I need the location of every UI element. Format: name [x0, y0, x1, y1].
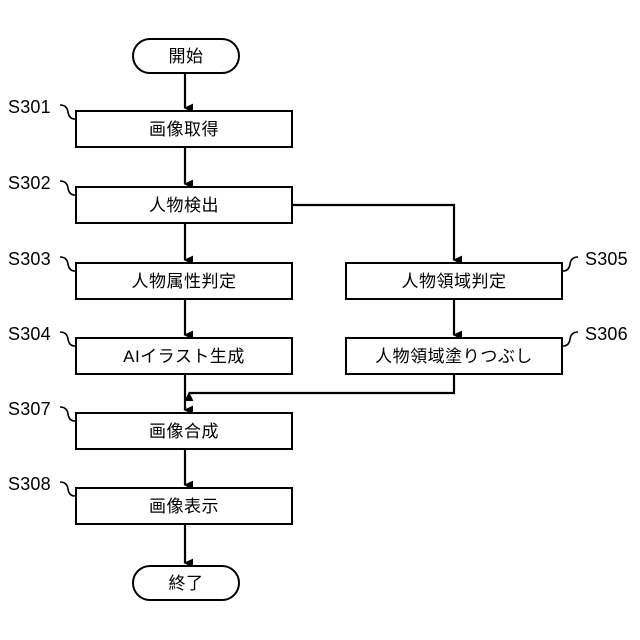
node-s302-person-detection[interactable]: 人物検出 — [75, 186, 293, 224]
leader-s305 — [562, 256, 579, 272]
leader-s308 — [59, 481, 76, 497]
step-label-s301: S301 — [8, 97, 51, 117]
node-s305-label: 人物領域判定 — [401, 271, 507, 291]
node-start[interactable]: 開始 — [132, 38, 240, 74]
node-s306-person-region-fill[interactable]: 人物領域塗りつぶし — [345, 337, 563, 375]
step-label-s308: S308 — [8, 474, 51, 494]
leader-s304 — [59, 331, 76, 347]
connector-s302-to-s305 — [293, 203, 462, 265]
node-start-label: 開始 — [168, 46, 204, 66]
node-s303-person-attribute-decision[interactable]: 人物属性判定 — [75, 262, 293, 300]
node-end[interactable]: 終了 — [132, 565, 240, 601]
step-label-s307: S307 — [8, 399, 51, 419]
leader-s301 — [59, 104, 76, 120]
node-s307-image-composition[interactable]: 画像合成 — [75, 412, 293, 450]
step-label-s304: S304 — [8, 324, 51, 344]
node-s308-label: 画像表示 — [149, 496, 219, 516]
leader-s302 — [59, 180, 76, 196]
step-label-s305: S305 — [585, 249, 628, 269]
leader-s306 — [562, 331, 579, 347]
node-s306-label: 人物領域塗りつぶし — [375, 346, 533, 366]
node-s305-person-region-decision[interactable]: 人物領域判定 — [345, 262, 563, 300]
leader-s307 — [59, 406, 76, 422]
node-s304-label: AIイラスト生成 — [123, 346, 245, 366]
node-s301-image-acquisition[interactable]: 画像取得 — [75, 110, 293, 148]
node-s308-image-display[interactable]: 画像表示 — [75, 487, 293, 525]
node-end-label: 終了 — [168, 573, 204, 593]
connector-s306-to-s307 — [184, 375, 456, 401]
node-s303-label: 人物属性判定 — [131, 271, 237, 291]
leader-s303 — [59, 256, 76, 272]
step-label-s303: S303 — [8, 249, 51, 269]
step-label-s302: S302 — [8, 173, 51, 193]
step-label-s306: S306 — [585, 324, 628, 344]
node-s304-ai-illustration-generation[interactable]: AIイラスト生成 — [75, 337, 293, 375]
node-s301-label: 画像取得 — [149, 119, 219, 139]
node-s307-label: 画像合成 — [149, 421, 219, 441]
node-s302-label: 人物検出 — [149, 195, 219, 215]
